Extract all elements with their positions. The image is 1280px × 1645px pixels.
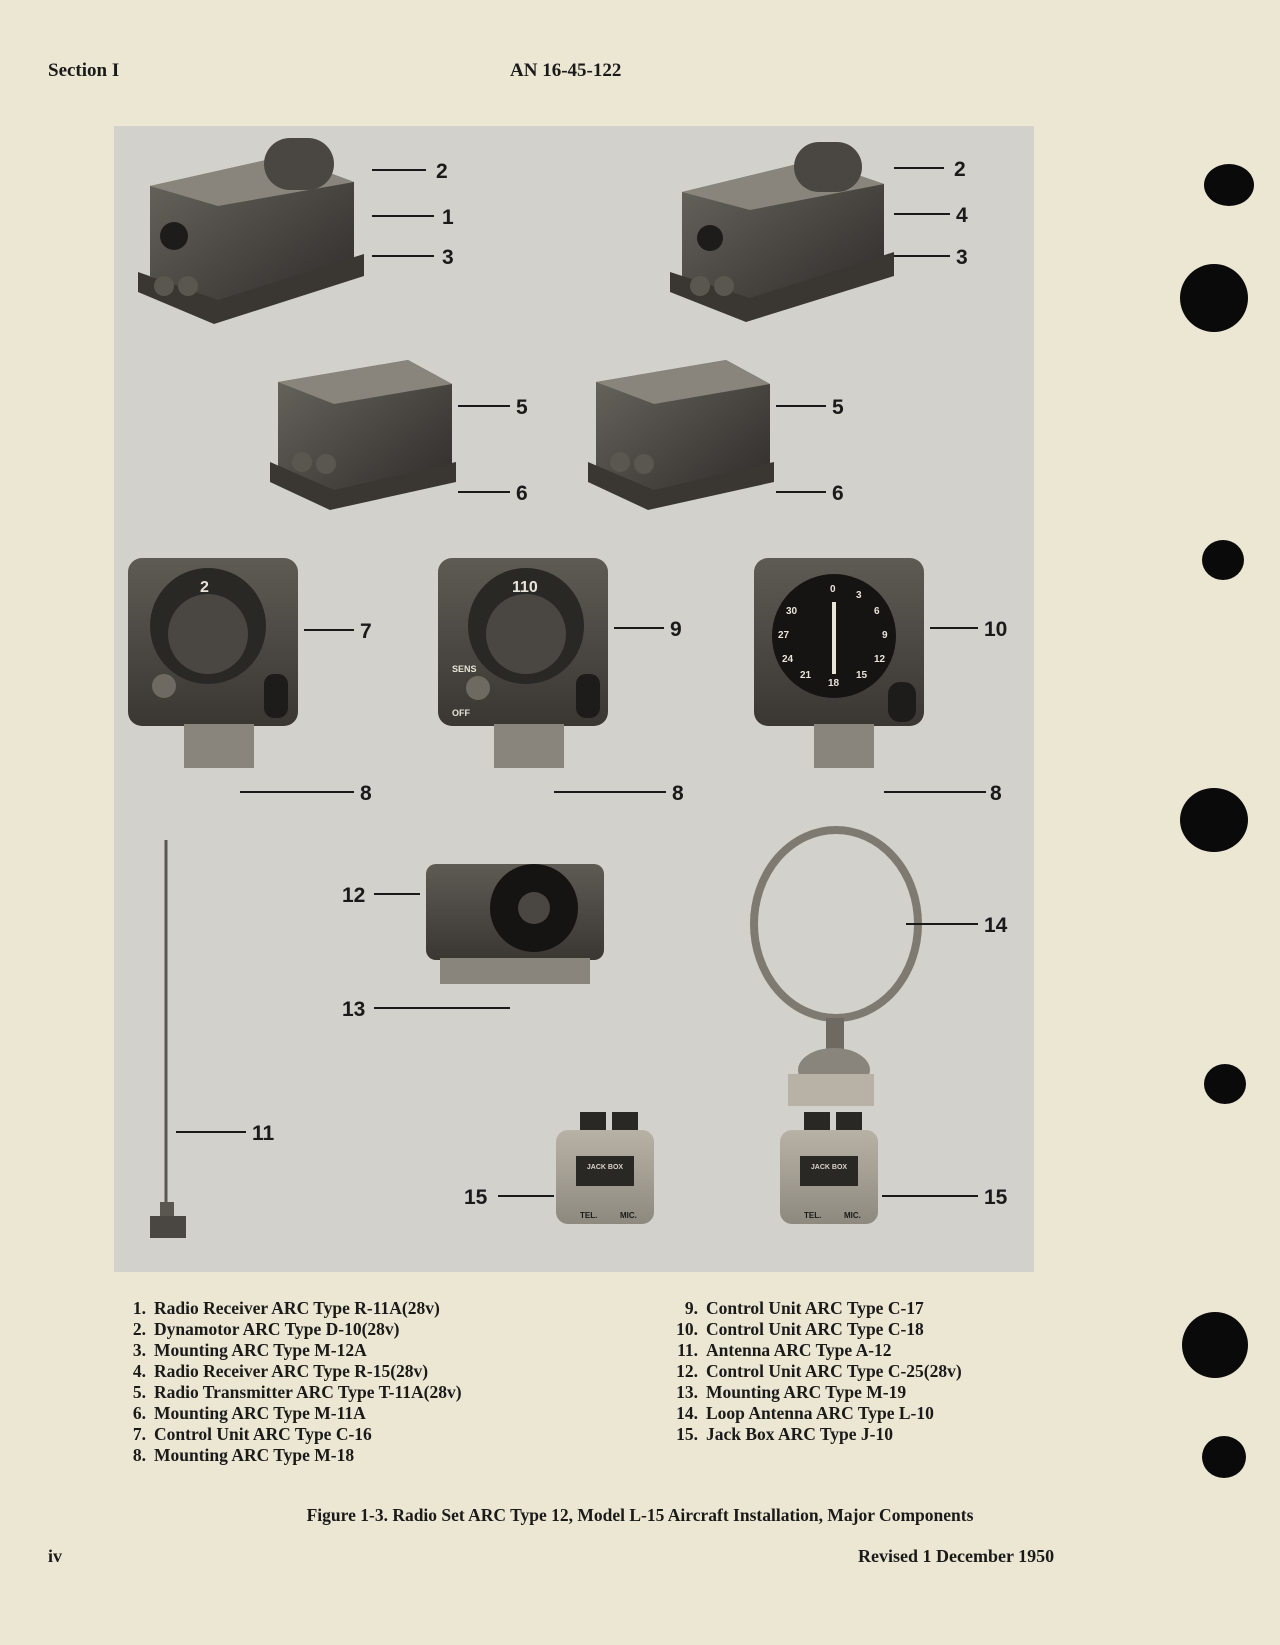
legend-item: 15.Jack Box ARC Type J-10 xyxy=(676,1424,894,1444)
jack-box-right-label: JACK BOX xyxy=(811,1164,848,1171)
c18-scale-0: 0 xyxy=(830,584,836,595)
legend-item: 9.Control Unit ARC Type C-17 xyxy=(684,1298,924,1318)
c18-scale-15: 15 xyxy=(856,670,868,681)
binder-hole xyxy=(1202,540,1244,580)
legend-item: 4.Radio Receiver ARC Type R-15(28v) xyxy=(132,1361,429,1381)
c18-scale-6: 6 xyxy=(874,606,880,617)
c17-sens-label: SENS xyxy=(452,664,477,674)
control-unit-c16: 2 xyxy=(128,558,298,768)
c18-scale-18: 18 xyxy=(828,678,840,689)
callout-6-left: 6 xyxy=(516,482,528,505)
jack-box-left: JACK BOX TEL. MIC. xyxy=(556,1112,654,1224)
callout-3-left: 3 xyxy=(442,246,454,269)
binder-hole xyxy=(1204,1064,1246,1104)
jack-box-left-label: JACK BOX xyxy=(587,1164,624,1171)
document-number: AN 16-45-122 xyxy=(510,60,622,81)
binder-hole xyxy=(1182,1312,1248,1378)
callout-8-right: 8 xyxy=(990,782,1002,805)
callout-9: 9 xyxy=(670,618,682,641)
page-number: iv xyxy=(48,1546,63,1566)
jack-box-right-tel: TEL. xyxy=(804,1211,821,1220)
callout-15-right: 15 xyxy=(984,1186,1008,1209)
legend-item: 2.Dynamotor ARC Type D-10(28v) xyxy=(132,1319,400,1339)
callout-2-top-left: 2 xyxy=(436,160,448,183)
callout-3-right: 3 xyxy=(956,246,968,269)
transmitter-unit-left xyxy=(270,360,456,510)
callout-lines xyxy=(176,167,986,1197)
jack-box-left-tel: TEL. xyxy=(580,1211,597,1220)
c18-scale-9: 9 xyxy=(882,630,888,641)
binder-hole xyxy=(1180,788,1248,852)
binder-hole xyxy=(1180,264,1248,332)
binder-hole xyxy=(1204,164,1254,206)
callout-numbers: 2 1 3 2 4 3 5 6 5 6 7 8 9 8 10 8 12 13 1… xyxy=(252,158,1008,1209)
control-unit-c18: 0 3 6 9 12 15 18 21 24 27 30 xyxy=(754,558,924,768)
transmitter-unit-right xyxy=(588,360,774,510)
legend-item: 12.Control Unit ARC Type C-25(28v) xyxy=(676,1361,962,1381)
receiver-r11a-unit xyxy=(138,138,364,324)
callout-4: 4 xyxy=(956,204,968,227)
c16-dial-digit: 2 xyxy=(200,579,209,596)
callout-11: 11 xyxy=(252,1122,275,1145)
jack-box-right-mic: MIC. xyxy=(844,1211,861,1220)
callout-1: 1 xyxy=(442,206,454,229)
binder-hole xyxy=(1202,1436,1246,1478)
c18-scale-21: 21 xyxy=(800,670,812,681)
legend-item: 1.Radio Receiver ARC Type R-11A(28v) xyxy=(132,1298,440,1318)
callout-13: 13 xyxy=(342,998,365,1021)
c17-dial-digits: 110 xyxy=(512,579,538,596)
callout-14: 14 xyxy=(984,914,1008,937)
whip-antenna-a12 xyxy=(150,840,186,1238)
jack-box-left-mic: MIC. xyxy=(620,1211,637,1220)
revision-date: Revised 1 December 1950 xyxy=(858,1546,1055,1566)
receiver-r15-unit xyxy=(670,142,894,322)
callout-10: 10 xyxy=(984,618,1007,641)
callout-5-left: 5 xyxy=(516,396,528,419)
figure-caption: Figure 1-3. Radio Set ARC Type 12, Model… xyxy=(306,1505,974,1525)
legend-left-column: 1.Radio Receiver ARC Type R-11A(28v) 2.D… xyxy=(118,1298,462,1466)
callout-2-top-right: 2 xyxy=(954,158,966,181)
components-photo: 2 110 SENS OFF 0 3 6 9 12 15 xyxy=(128,138,1008,1238)
jack-box-right: JACK BOX TEL. MIC. xyxy=(780,1112,878,1224)
legend-item: 13.Mounting ARC Type M-19 xyxy=(676,1382,907,1402)
c18-scale-27: 27 xyxy=(778,630,790,641)
c18-scale-3: 3 xyxy=(856,590,862,601)
legend-item: 11.Antenna ARC Type A-12 xyxy=(677,1340,892,1360)
legend-item: 6.Mounting ARC Type M-11A xyxy=(132,1403,366,1423)
callout-6-right: 6 xyxy=(832,482,844,505)
c18-scale-12: 12 xyxy=(874,654,886,665)
callout-8-center: 8 xyxy=(672,782,684,805)
section-label: Section I xyxy=(48,60,120,81)
legend-item: 10.Control Unit ARC Type C-18 xyxy=(676,1319,924,1339)
callout-8-left: 8 xyxy=(360,782,372,805)
loop-antenna-l10 xyxy=(750,826,922,1106)
control-unit-c17: 110 SENS OFF xyxy=(438,558,608,768)
callout-12: 12 xyxy=(342,884,365,907)
callout-5-right: 5 xyxy=(832,396,844,419)
legend-item: 8.Mounting ARC Type M-18 xyxy=(132,1445,355,1465)
legend-item: 3.Mounting ARC Type M-12A xyxy=(132,1340,367,1360)
c17-off-label: OFF xyxy=(452,708,470,718)
callout-15-left: 15 xyxy=(464,1186,488,1209)
c18-scale-24: 24 xyxy=(782,654,794,665)
legend-item: 5.Radio Transmitter ARC Type T-11A(28v) xyxy=(132,1382,462,1402)
legend-item: 7.Control Unit ARC Type C-16 xyxy=(132,1424,372,1444)
figure-plate: 2 110 SENS OFF 0 3 6 9 12 15 xyxy=(114,126,1034,1272)
control-unit-c25 xyxy=(426,864,604,984)
callout-7: 7 xyxy=(360,620,372,643)
c18-scale-30: 30 xyxy=(786,606,798,617)
legend-right-column: 9.Control Unit ARC Type C-17 10.Control … xyxy=(670,1298,962,1445)
legend-item: 14.Loop Antenna ARC Type L-10 xyxy=(676,1403,934,1423)
